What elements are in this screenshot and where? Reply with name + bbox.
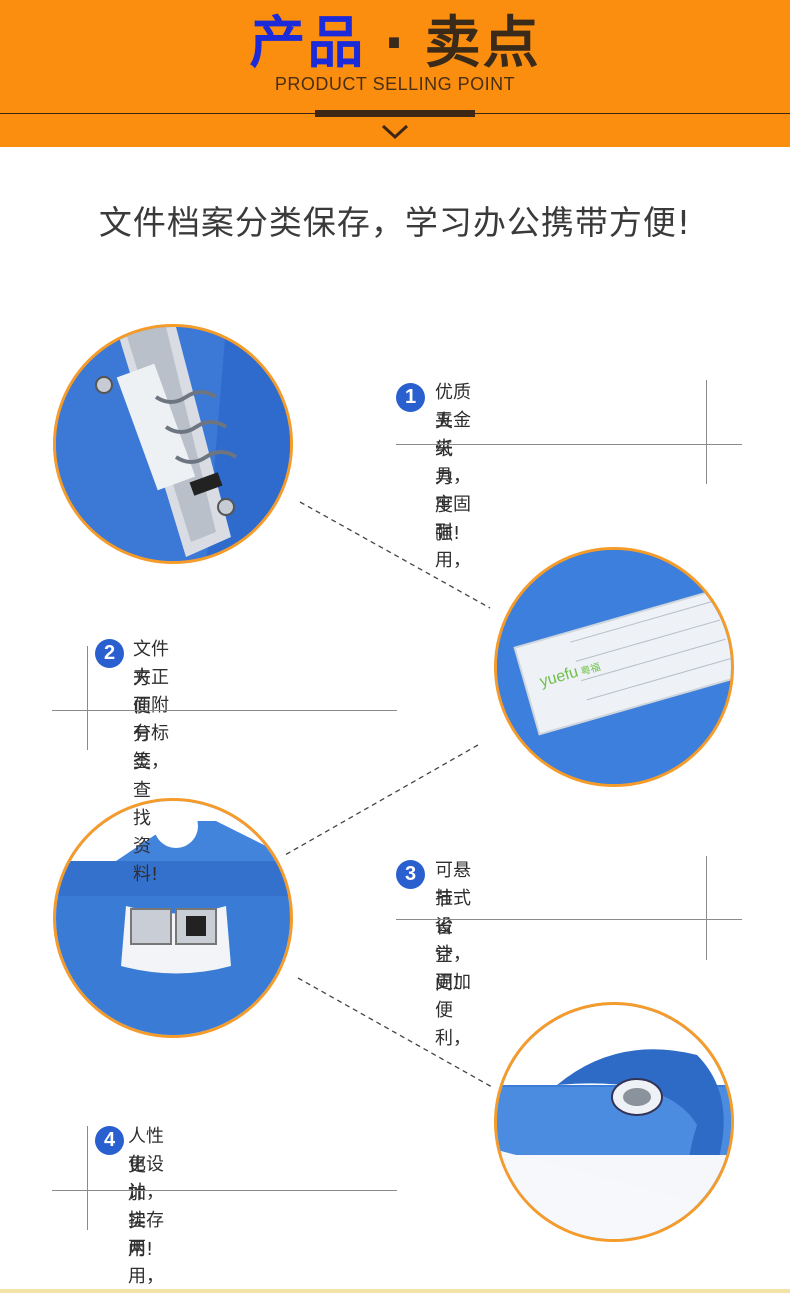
feature-1-line-1: 优质五金夹具，牢固耐用， [435,382,471,571]
feature-number-4: 4 [95,1126,124,1155]
feature-4-line-1: 人性化设计，挂存两用， [128,1126,164,1287]
feature-1-vline [706,380,707,484]
chevron-down-icon [381,124,409,140]
metal-clip-image [53,324,293,564]
feature-3-vline [706,856,707,960]
feature-number-3: 3 [396,860,425,889]
feature-1-line-2: 夹纸力度强! [435,411,461,544]
feature-3-line-1: 可悬挂式设计，更加便利， [435,860,471,1049]
feature-4-line-2: 更加实用! [128,1155,154,1260]
feature-1-underline [396,444,742,445]
feature-4-underline [52,1190,397,1191]
feature-2-line-2: 方便分类查找资料! [133,668,159,885]
feature-4-vline [87,1126,88,1230]
hanging-hole-image [494,1002,734,1242]
bottom-strip [0,1289,790,1293]
title-part-1: 产品 [249,11,366,76]
page-title: 产品 · 卖点 [0,8,790,80]
feature-2-vline [87,646,88,750]
label-window-image: yuefu 粤福 [494,547,734,787]
headline: 文件档案分类保存，学习办公携带方便! [98,203,692,242]
feature-2-underline [52,710,397,711]
feature-number-1: 1 [396,383,425,412]
header-subtitle: PRODUCT SELLING POINT [274,74,516,94]
hanging-hook-image [53,798,293,1038]
feature-3-underline [396,919,742,920]
feature-3-line-2: 节省空间! [435,889,461,994]
feature-number-2: 2 [95,639,124,668]
header-divider-bar [315,110,475,117]
title-dot: · [383,11,407,76]
header-banner: 产品 · 卖点 PRODUCT SELLING POINT [0,0,790,147]
title-part-2: 卖点 [424,11,541,76]
